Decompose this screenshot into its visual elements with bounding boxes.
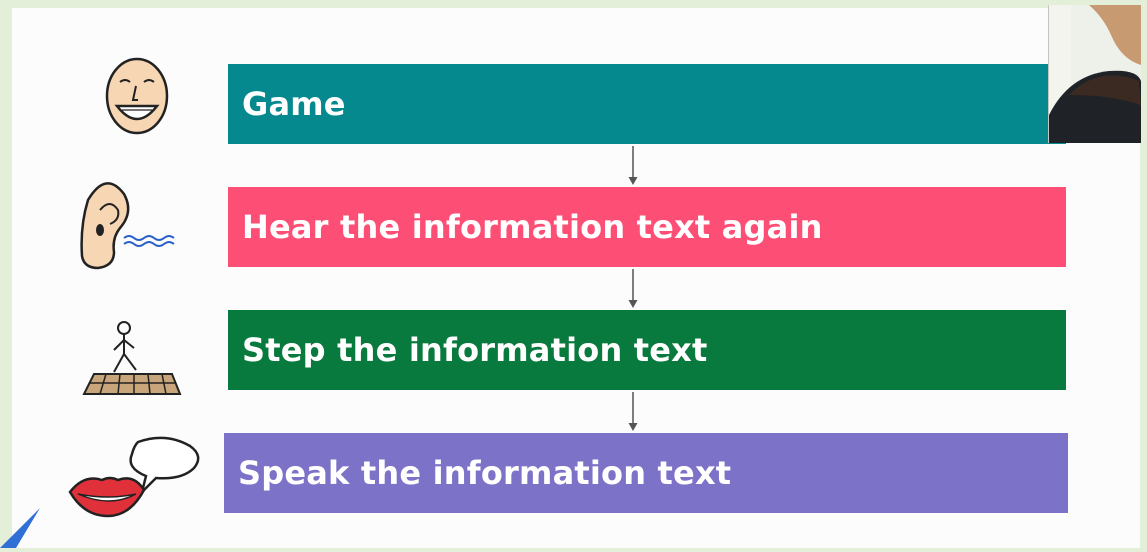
step-bar-game: Game	[228, 64, 1066, 144]
step-bar-hear: Hear the information text again	[228, 187, 1066, 267]
smiling-face-icon	[102, 56, 172, 142]
ear-listening-icon	[78, 180, 180, 280]
walking-person-on-path-icon	[80, 320, 184, 400]
down-arrow	[627, 392, 639, 432]
down-arrow	[627, 269, 639, 309]
corner-triangle-mark	[0, 508, 40, 548]
step-label: Step the information text	[242, 331, 708, 369]
step-label: Hear the information text again	[242, 208, 823, 246]
step-label: Speak the information text	[238, 454, 732, 492]
step-bar-speak: Speak the information text	[224, 433, 1068, 513]
step-bar-step: Step the information text	[228, 310, 1066, 390]
mouth-speech-bubble-icon	[66, 436, 202, 524]
webcam-overlay	[1048, 5, 1141, 143]
down-arrow	[627, 146, 639, 186]
step-label: Game	[242, 85, 346, 123]
